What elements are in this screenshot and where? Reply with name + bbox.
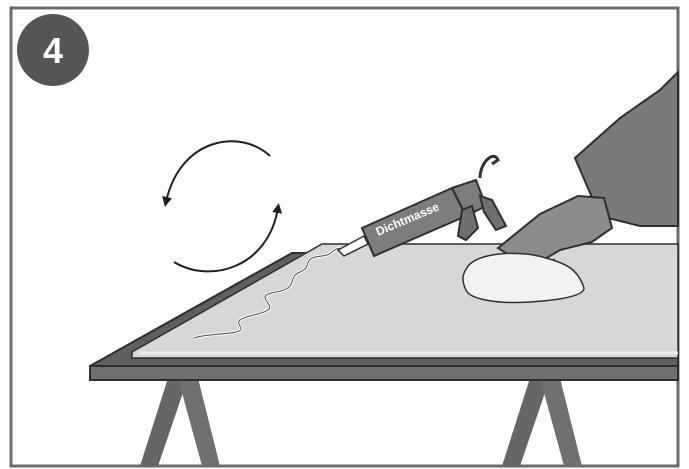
gun-hook: [478, 154, 500, 179]
step-number: 4: [43, 30, 63, 71]
arm-with-glove: [462, 69, 679, 304]
cleaning-cloth: [462, 252, 585, 304]
trestle-left: [140, 378, 220, 466]
trestle-right: [502, 378, 582, 466]
gun-trigger: [478, 194, 508, 232]
rotate-arrows-icon: [162, 140, 283, 273]
gun-handle: [456, 204, 480, 242]
step-badge: 4: [17, 14, 89, 86]
